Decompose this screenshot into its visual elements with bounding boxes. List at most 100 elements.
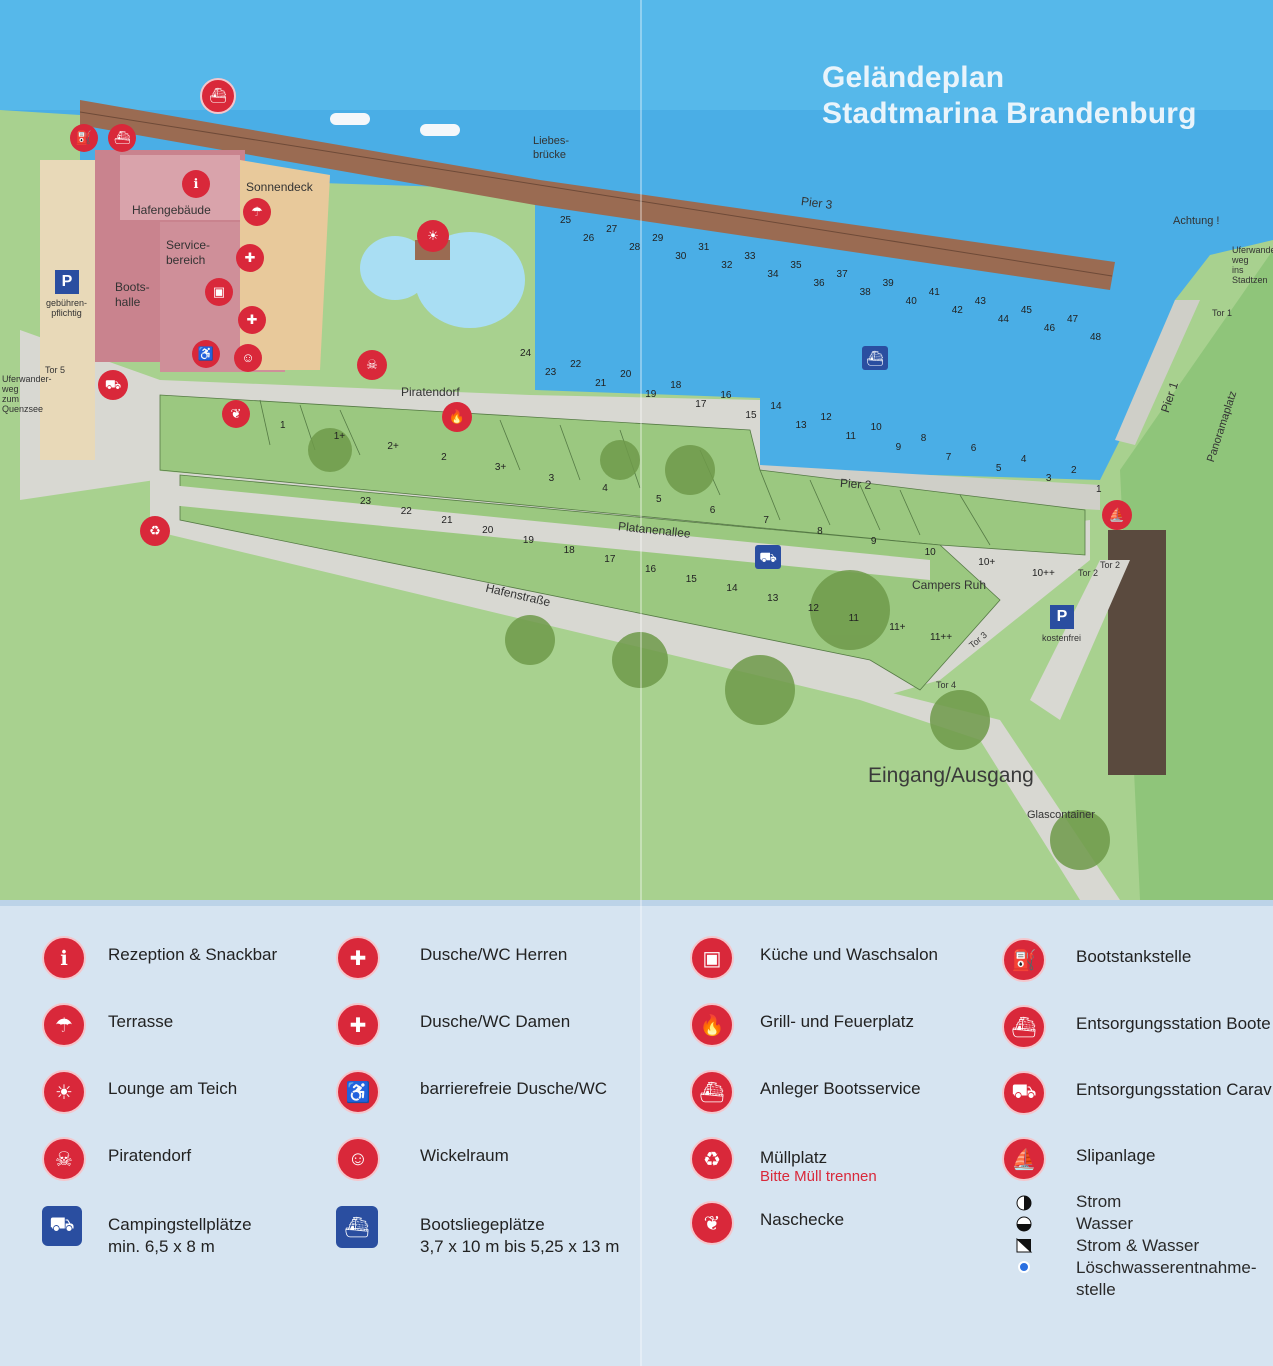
pitch-number: 20 <box>482 525 494 537</box>
pitch-number: 6 <box>709 504 716 516</box>
berth-number: 1 <box>1096 484 1102 495</box>
label-uferwanderweg-quenz: Uferwander- weg zum Quenzsee <box>2 374 52 414</box>
pitch-number: 7 <box>763 515 769 527</box>
legend-label: Wickelraum <box>420 1146 509 1165</box>
pier-2 <box>760 465 1100 510</box>
label-sonnendeck: Sonnendeck <box>246 180 313 194</box>
pitch-number: 15 <box>685 573 697 585</box>
boat-berth-marker: ⛴ <box>862 346 888 370</box>
legend-label: Bootsliegeplätze 3,7 x 10 m bis 5,25 x 1… <box>420 1215 620 1256</box>
pitch-number: 11 <box>848 612 859 624</box>
shower-men-icon: ✚ <box>336 936 380 980</box>
label-tor5: Tor 5 <box>45 365 66 375</box>
berth-number: 6 <box>970 443 977 455</box>
label-piratendorf: Piratendorf <box>401 385 460 399</box>
power-symbol-icon <box>1016 1195 1032 1211</box>
berth-number: 10 <box>870 422 882 434</box>
legend-panel <box>0 900 1273 1366</box>
berth-number: 9 <box>895 441 902 453</box>
reception-marker: ℹ <box>182 170 210 198</box>
pitch-number: 10+ <box>978 557 996 569</box>
berth-number: 25 <box>560 215 572 226</box>
pitch-number: 9 <box>870 536 877 548</box>
shower-women-icon: ✚ <box>336 1003 380 1047</box>
camper-icon: ⛟ <box>42 1206 82 1246</box>
berth-number: 5 <box>995 462 1002 474</box>
label-tor1: Tor 1 <box>1212 308 1233 318</box>
legend-label: Dusche/WC Herren <box>420 945 568 964</box>
berth-number: 33 <box>744 250 756 262</box>
label-servicebereich: Service- bereich <box>166 238 211 267</box>
pitch-number: 3+ <box>494 462 507 474</box>
pitch-number: 14 <box>726 583 738 595</box>
label-gebuehrenpflichtig: gebühren- pflichtig <box>46 298 88 318</box>
fire-water-symbol-icon <box>1018 1261 1030 1273</box>
camping-pitches-lower <box>179 474 1001 691</box>
legend-label: Küche und Waschsalon <box>760 945 938 964</box>
berth-number: 13 <box>795 420 807 432</box>
berth-number: 2 <box>1070 464 1077 476</box>
boat-disposal-icon: ⛴ <box>1002 1005 1046 1049</box>
lounge-marker: ☀ <box>417 220 449 252</box>
label-campers-ruh: Campers Ruh <box>912 578 987 592</box>
pitch-number: 2 <box>441 451 447 463</box>
berth-number: 36 <box>813 278 825 290</box>
pitch-number: 3 <box>548 472 555 484</box>
label-tor4: Tor 4 <box>936 680 957 690</box>
berth-number: 30 <box>675 251 687 263</box>
berth-number: 11 <box>845 430 856 442</box>
parking-sign-free: P <box>1050 605 1074 629</box>
baby-changing-icon: ☺ <box>336 1137 380 1181</box>
berth-number: 27 <box>606 223 618 235</box>
waste-icon: ♻ <box>690 1137 734 1181</box>
legend-label: Slipanlage <box>1076 1146 1156 1165</box>
fuel-pump-icon: ⛽ <box>1002 938 1046 982</box>
water-symbol-icon <box>1016 1216 1032 1232</box>
berth-number: 46 <box>1043 323 1056 335</box>
pitch-number: 18 <box>563 544 575 556</box>
fire-icon: 🔥 <box>690 1003 734 1047</box>
pitch-number: 17 <box>604 554 616 566</box>
legend-label: Piratendorf <box>108 1146 192 1165</box>
berth-number: 20 <box>620 369 632 381</box>
boat-disposal-marker: ⛴ <box>108 124 136 152</box>
pitch-number: 11++ <box>930 632 953 643</box>
utility-wasser: Wasser <box>1076 1214 1133 1233</box>
kitchen-marker: ▣ <box>205 278 233 306</box>
legend-label: barrierefreie Dusche/WC <box>420 1079 608 1098</box>
berth-number: 23 <box>545 367 557 379</box>
berth-number: 26 <box>583 233 595 245</box>
legend-label: Müllplatz Bitte Müll trennen <box>760 1148 877 1185</box>
slipway-marker: ⛵ <box>1102 500 1132 530</box>
wc-marker: ✚ <box>236 244 264 272</box>
berth-number: 31 <box>698 241 710 253</box>
legend-label: Anleger Bootsservice <box>760 1079 921 1098</box>
accessible-marker: ♿ <box>192 340 220 368</box>
berth-number: 28 <box>629 242 641 254</box>
strawberry-marker: ❦ <box>222 400 250 428</box>
pitch-number: 10++ <box>1032 568 1055 579</box>
label-kostenfrei: kostenfrei <box>1042 633 1082 643</box>
pirate-village-icon: ☠ <box>42 1137 86 1181</box>
slipway-icon: ⛵ <box>1002 1137 1046 1181</box>
berth-number: 22 <box>570 358 582 370</box>
berth-number: 45 <box>1020 304 1032 316</box>
label-uferwanderweg-stadt: Uferwander- weg ins Stadtzen <box>1232 245 1273 285</box>
strawberry-icon: ❦ <box>690 1201 734 1245</box>
label-tor2: Tor 2 <box>1100 560 1121 570</box>
pirate-marker: ☠ <box>357 350 387 380</box>
pitch-number: 21 <box>441 515 453 527</box>
boat-berth-icon: ⛴ <box>336 1206 378 1248</box>
berth-number: 47 <box>1066 313 1079 325</box>
hafenstrasse-road <box>150 500 1120 900</box>
berth-number: 17 <box>695 399 707 411</box>
legend-label: Entsorgungsstation Boote <box>1076 1014 1271 1033</box>
berth-number: 18 <box>670 379 682 391</box>
pitch-number: 19 <box>522 534 534 546</box>
legend-label: Dusche/WC Damen <box>420 1012 571 1031</box>
berth-number: 40 <box>905 296 917 308</box>
berth-number: 14 <box>770 401 782 413</box>
title-line1: Geländeplan <box>822 61 1005 94</box>
berth-number: 41 <box>928 286 940 298</box>
